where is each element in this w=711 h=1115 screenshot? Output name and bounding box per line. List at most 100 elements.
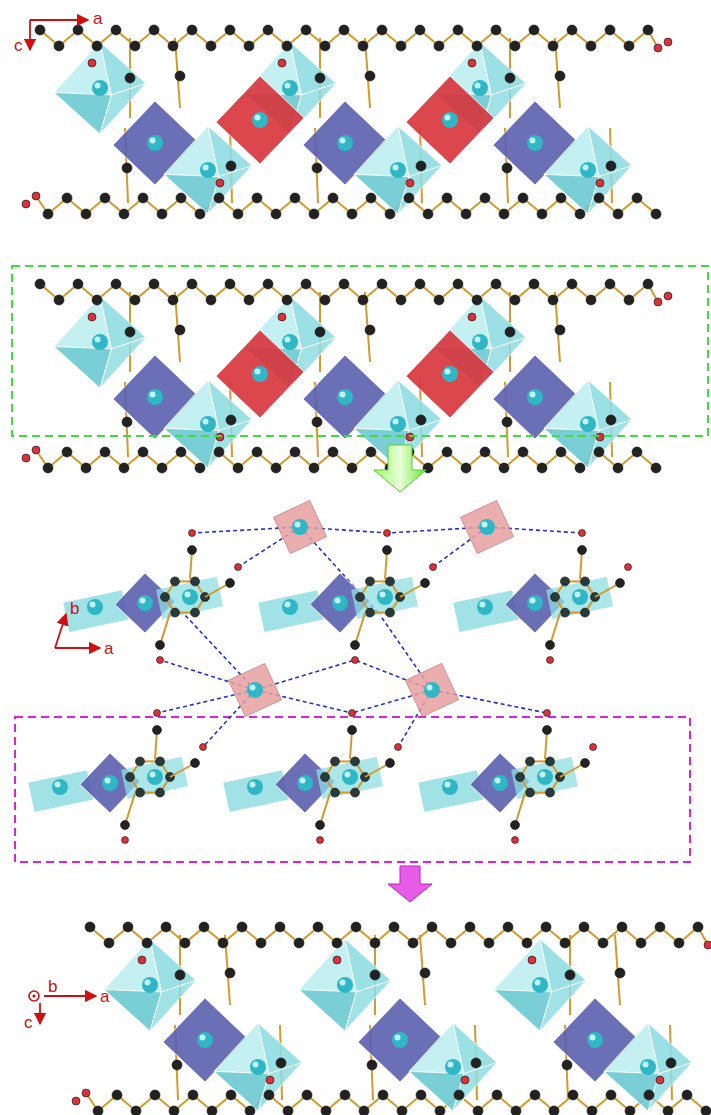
- atom: [122, 837, 129, 844]
- atom: [624, 295, 634, 305]
- highlight: [445, 782, 451, 788]
- atom: [35, 25, 45, 35]
- atom: [480, 447, 490, 457]
- highlight: [393, 165, 399, 171]
- atom: [654, 298, 662, 306]
- atom: [130, 295, 140, 305]
- atom: [266, 1076, 274, 1084]
- atom: [214, 193, 224, 203]
- atom: [377, 279, 387, 289]
- atom: [366, 193, 376, 203]
- atom: [461, 463, 471, 473]
- atom: [88, 313, 96, 321]
- atom: [176, 193, 186, 203]
- atom: [546, 641, 555, 650]
- layer-network: [28, 500, 631, 843]
- atom: [301, 279, 311, 289]
- octahedron: [63, 590, 128, 632]
- highlight: [583, 419, 589, 425]
- highlight: [150, 138, 156, 144]
- metal-atom: [587, 1032, 603, 1048]
- atom: [214, 447, 224, 457]
- atom: [537, 463, 547, 473]
- atom: [505, 327, 515, 337]
- atom: [499, 463, 509, 473]
- atom: [195, 209, 205, 219]
- axis-label: a: [100, 988, 109, 1005]
- atom: [395, 744, 402, 751]
- atom: [316, 821, 325, 830]
- atom: [321, 773, 330, 782]
- atom: [651, 463, 661, 473]
- atom: [544, 710, 551, 717]
- atom: [188, 546, 197, 555]
- highlight: [203, 419, 209, 425]
- atom: [453, 25, 463, 35]
- atom: [111, 25, 121, 35]
- highlight: [185, 592, 191, 598]
- atom: [207, 1106, 217, 1115]
- atom: [415, 279, 425, 289]
- atom: [282, 295, 292, 305]
- highlight: [285, 602, 291, 608]
- axis-out-of-plane: [29, 991, 39, 1001]
- metal-atom: [292, 519, 308, 535]
- atom: [370, 938, 380, 948]
- selection-frame: [12, 266, 708, 436]
- axis-label: a: [104, 640, 113, 657]
- metal-atom: [282, 599, 298, 615]
- metal-atom: [252, 366, 268, 382]
- atom: [613, 209, 623, 219]
- metal-atom: [477, 599, 493, 615]
- atom: [492, 1090, 502, 1100]
- atom: [237, 922, 247, 932]
- selection-frame: [15, 717, 690, 862]
- metal-atom: [479, 519, 495, 535]
- atom: [546, 788, 555, 797]
- atom: [491, 25, 501, 35]
- metal-atom: [337, 977, 353, 993]
- axes: [29, 20, 100, 1024]
- highlight: [448, 1062, 454, 1068]
- octahedron: [121, 757, 188, 799]
- square-polyhedron: [216, 76, 304, 164]
- atom: [175, 325, 185, 335]
- atom: [271, 463, 281, 473]
- drawing-part: [86, 927, 708, 1111]
- atom: [522, 938, 532, 948]
- atom: [348, 726, 357, 735]
- atom: [434, 295, 444, 305]
- atom: [578, 546, 587, 555]
- metal-atom: [247, 682, 263, 698]
- atom: [313, 922, 323, 932]
- atom: [541, 922, 551, 932]
- atom: [358, 41, 368, 51]
- atom: [263, 279, 273, 289]
- highlight: [335, 598, 341, 604]
- atom: [321, 1106, 331, 1115]
- atom: [54, 295, 64, 305]
- axis-label: a: [93, 10, 102, 27]
- metal-atom: [247, 779, 263, 795]
- atom: [35, 279, 45, 289]
- highlight: [427, 685, 433, 691]
- atom: [225, 279, 235, 289]
- atom: [556, 447, 566, 457]
- highlight: [475, 83, 481, 89]
- atom: [62, 447, 72, 457]
- atom: [565, 970, 575, 980]
- atom: [499, 209, 509, 219]
- atom: [643, 25, 653, 35]
- atom: [54, 41, 64, 51]
- highlight: [55, 782, 61, 788]
- atom: [100, 193, 110, 203]
- atom: [331, 757, 340, 766]
- octahedron: [453, 590, 518, 632]
- atom: [366, 577, 375, 586]
- octahedron: [316, 757, 383, 799]
- atom: [328, 447, 338, 457]
- atom: [278, 59, 286, 67]
- atom: [121, 821, 130, 830]
- axis-arrow: [55, 614, 66, 648]
